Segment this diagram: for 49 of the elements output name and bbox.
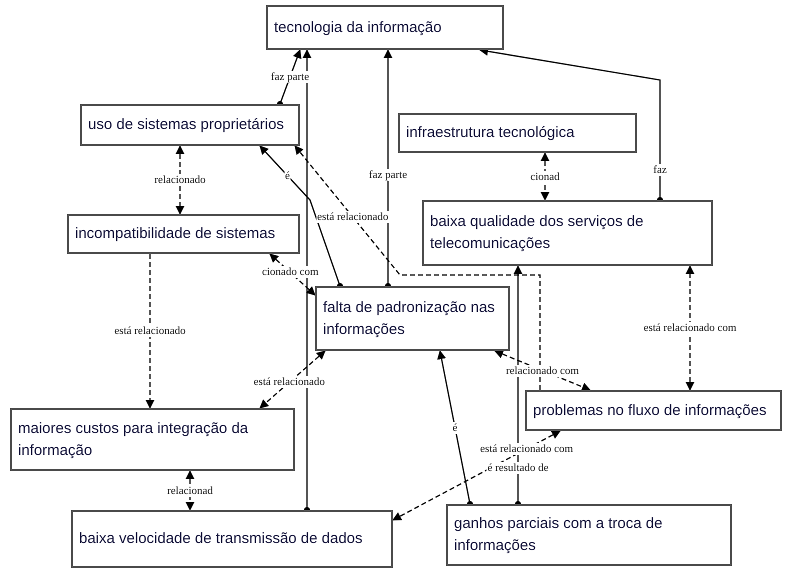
concept-text: problemas no fluxo de informações bbox=[533, 400, 768, 420]
concept-box bbox=[80, 104, 300, 146]
arrow bbox=[514, 265, 522, 507]
concept-text: baixa velocidade de transmissão de dados bbox=[79, 529, 364, 549]
arrow bbox=[384, 49, 392, 289]
concept-box bbox=[315, 286, 510, 351]
edge-label: relacionad bbox=[166, 484, 214, 496]
concept-text: incompatibilidade de sistemas bbox=[75, 224, 276, 244]
edge-label: faz parte bbox=[368, 169, 408, 182]
edge-label: cionad bbox=[529, 170, 561, 182]
dashed-arrow bbox=[176, 145, 184, 215]
concept-box bbox=[525, 390, 782, 431]
edge-label: é resultado de bbox=[486, 462, 550, 474]
arrow bbox=[259, 145, 343, 289]
edge-label: está relacionado bbox=[316, 210, 390, 223]
concept-text: tecnologia da informação bbox=[274, 18, 443, 38]
concept-text: ganhos parciais com a troca de informações bbox=[454, 514, 664, 556]
edge-label: está relacionado com bbox=[479, 442, 574, 455]
dashed-arrow bbox=[259, 350, 326, 409]
edge-label: faz bbox=[652, 164, 668, 176]
edge-label: está relacionado com bbox=[642, 322, 738, 334]
concept-text: uso de sistemas proprietários bbox=[88, 115, 285, 135]
arrow bbox=[437, 350, 473, 507]
concept-text: falta de padronização nas informações bbox=[323, 298, 496, 340]
concept-text: maiores custos para integração da informação bbox=[18, 418, 250, 460]
edge-label: relacionado com bbox=[505, 364, 580, 376]
concept-box bbox=[398, 113, 637, 153]
dashed-arrow bbox=[686, 265, 694, 391]
concept-box bbox=[67, 214, 300, 254]
concept-box bbox=[10, 408, 295, 471]
dashed-arrow bbox=[269, 253, 316, 296]
concept-box bbox=[71, 510, 393, 568]
arrow bbox=[302, 49, 312, 513]
concept-text: baixa qualidade dos serviços de telecomunicações bbox=[430, 212, 644, 254]
dashed-arrow bbox=[294, 145, 541, 390]
edge-label: cionado com bbox=[261, 266, 320, 278]
concept-box bbox=[446, 504, 732, 566]
edge-label: é bbox=[284, 170, 291, 182]
dashed-arrow bbox=[392, 430, 561, 521]
concept-box bbox=[266, 5, 504, 50]
edge-label: é bbox=[452, 422, 458, 434]
dashed-arrow bbox=[540, 152, 550, 201]
edge-label: está relacionado bbox=[252, 376, 326, 388]
concept-box bbox=[422, 200, 713, 266]
edge-label: está relacionado bbox=[113, 325, 187, 337]
concept-text: infraestrutura tecnológica bbox=[406, 123, 576, 143]
dashed-arrow bbox=[146, 254, 154, 409]
edge-label: relacionado bbox=[153, 174, 207, 186]
edge-label: faz parte bbox=[270, 71, 310, 83]
